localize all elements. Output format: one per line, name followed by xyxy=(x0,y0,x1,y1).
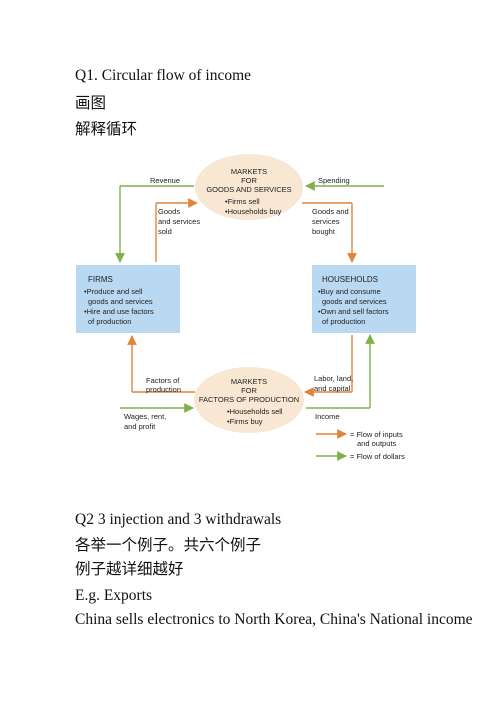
legend-inputs-line-2: and outputs xyxy=(357,439,396,448)
label-goods-sold-1: Goods xyxy=(158,207,180,216)
label-goods-bought-2: services xyxy=(312,217,340,226)
label-goods-bought-3: bought xyxy=(312,227,336,236)
legend: = Flow of inputs and outputs = Flow of d… xyxy=(316,429,405,461)
legend-inputs-line-1: = Flow of inputs xyxy=(350,430,403,439)
legend-dollars: = Flow of dollars xyxy=(350,452,405,461)
label-factors-1: Factors of xyxy=(146,376,180,385)
factor-market-line-3: FACTORS OF PRODUCTION xyxy=(199,395,299,404)
instruction-each-example: 各举一个例子。共六个例子 xyxy=(75,537,262,554)
question-1-title: Q1. Circular flow of income xyxy=(75,67,252,84)
households-line-3: •Own and sell factors xyxy=(318,307,389,316)
firms-line-1: •Produce and sell xyxy=(84,287,143,296)
factor-market-line-2: FOR xyxy=(241,386,257,395)
question-2-title: Q2 3 injection and 3 withdrawals xyxy=(75,511,282,528)
factor-market-ellipse xyxy=(194,367,304,433)
instruction-explain: 解释循环 xyxy=(75,121,138,138)
factor-market-bullet-1: •Households sell xyxy=(227,407,283,416)
firms-line-3: •Hire and use factors xyxy=(84,307,154,316)
households-line-2: goods and services xyxy=(322,297,387,306)
label-spending: Spending xyxy=(318,176,350,185)
label-wages-1: Wages, rent, xyxy=(124,412,166,421)
firms-title: FIRMS xyxy=(88,275,113,284)
factor-market-line-1: MARKETS xyxy=(231,377,267,386)
goods-market-bullet-1: •Firms sell xyxy=(225,197,260,206)
goods-market-ellipse xyxy=(195,154,303,220)
example-heading: E.g. Exports xyxy=(75,587,153,604)
dollar-flow-loop xyxy=(115,181,384,413)
firms-line-2: goods and services xyxy=(88,297,153,306)
goods-market-line-3: GOODS AND SERVICES xyxy=(206,185,291,194)
instruction-draw: 画图 xyxy=(75,95,107,112)
goods-market-line-2: FOR xyxy=(241,176,257,185)
label-labor-1: Labor, land, xyxy=(314,374,353,383)
households-box xyxy=(312,265,416,333)
label-wages-2: and profit xyxy=(124,422,156,431)
goods-flow-loop xyxy=(127,198,357,397)
households-line-4: of production xyxy=(322,317,365,326)
label-goods-sold-3: sold xyxy=(158,227,172,236)
label-revenue: Revenue xyxy=(150,176,180,185)
label-goods-sold-2: and services xyxy=(158,217,200,226)
firms-line-4: of production xyxy=(88,317,131,326)
factor-market-bullet-2: •Firms buy xyxy=(227,417,263,426)
goods-market-bullet-2: •Households buy xyxy=(225,207,282,216)
households-line-1: •Buy and consume xyxy=(318,287,381,296)
instruction-more-detail: 例子越详细越好 xyxy=(75,561,184,578)
example-text: China sells electronics to North Korea, … xyxy=(75,611,473,628)
label-labor-2: and capital xyxy=(314,384,351,393)
firms-box xyxy=(76,265,180,333)
label-factors-2: production xyxy=(146,385,181,394)
households-title: HOUSEHOLDS xyxy=(322,275,378,284)
goods-market-line-1: MARKETS xyxy=(231,167,267,176)
label-income: Income xyxy=(315,412,340,421)
label-goods-bought-1: Goods and xyxy=(312,207,349,216)
